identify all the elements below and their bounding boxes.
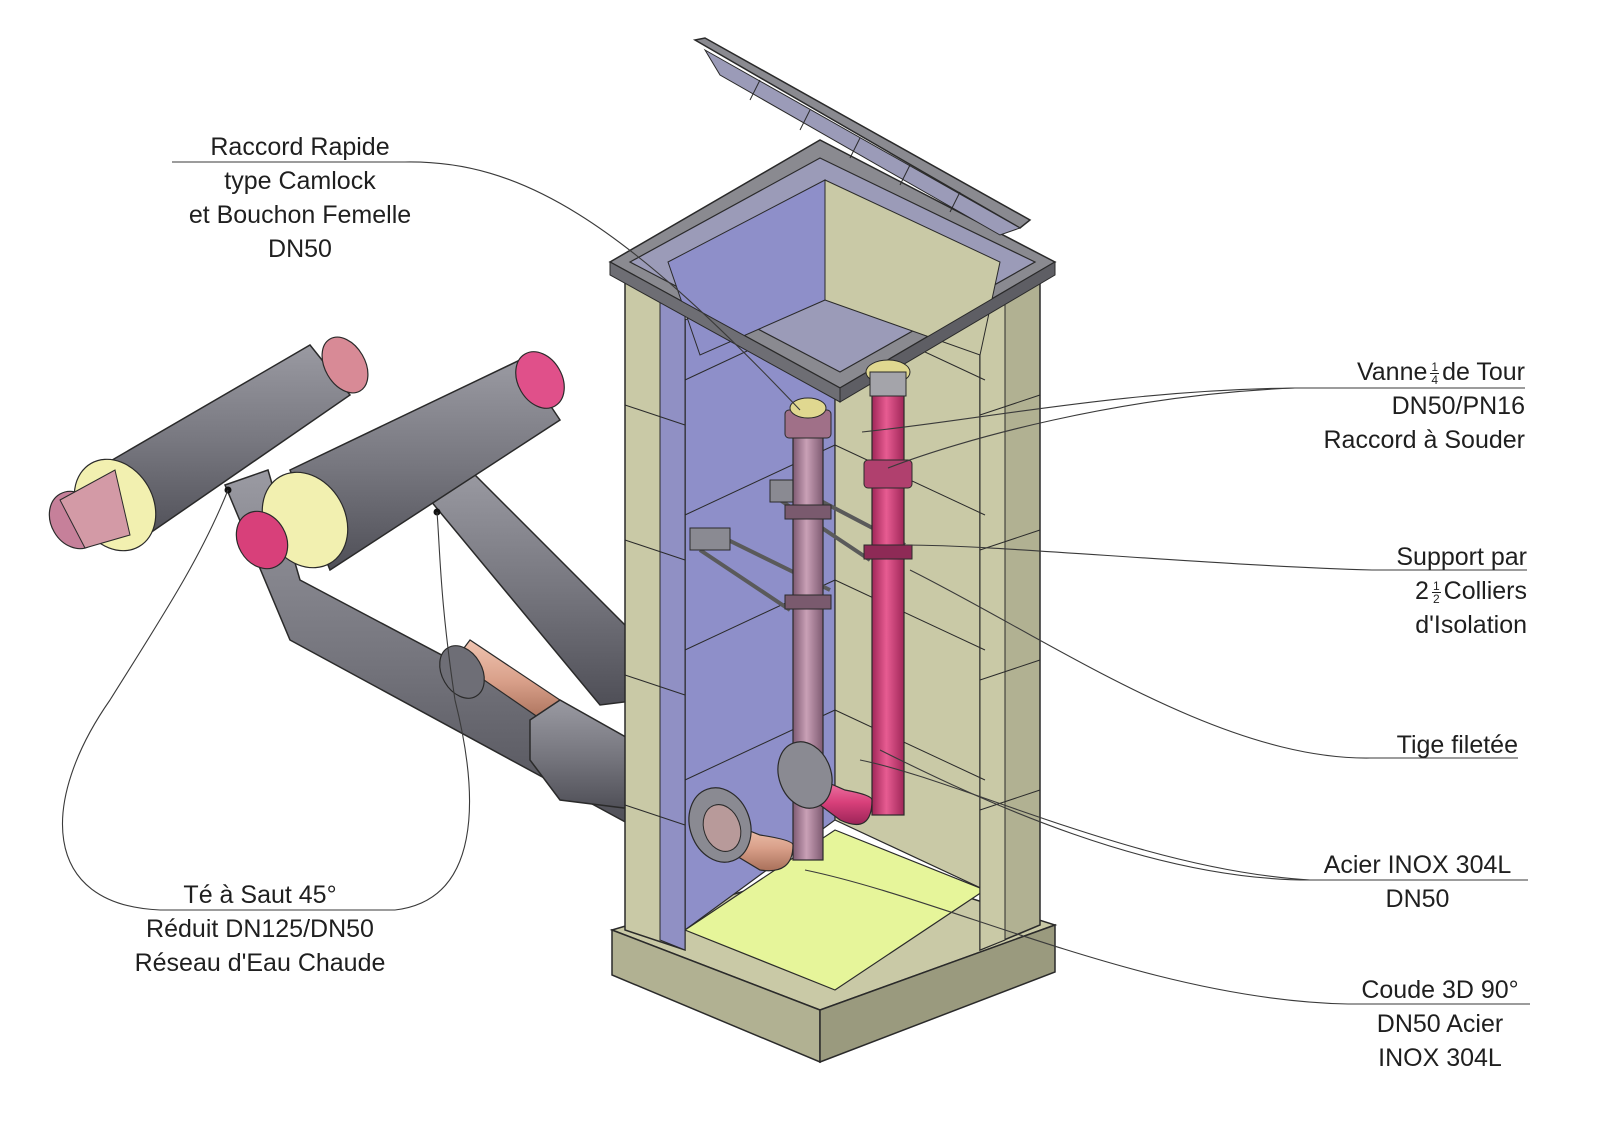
label-support-colliers: Colliers: [1443, 577, 1527, 605]
label-vanne-line-2: DN50/PN16: [1391, 392, 1525, 420]
chamber-left-pillar-inner: [659, 294, 686, 951]
label-vanne-word: Vanne: [1356, 358, 1428, 386]
label-coude: Coude 3D 90° DN50 Acier INOX 304L: [1340, 973, 1540, 1075]
leader-lines: [61, 161, 1530, 1005]
hot-camlock-body: [869, 371, 907, 397]
label-acier: Acier INOX 304L DN50: [1300, 848, 1535, 916]
label-raccord-line-4: DN50: [268, 235, 332, 263]
label-te-line-1: Té à Saut 45°: [183, 881, 337, 909]
label-vanne-tour: de Tour: [1442, 358, 1525, 386]
label-acier-line-1: Acier INOX 304L: [1323, 851, 1512, 879]
short-jacket: [529, 699, 641, 811]
front-main-pipe-end: [235, 510, 289, 570]
label-coude-line-2: DN50 Acier: [1376, 1010, 1504, 1038]
collar-hot-1: [863, 544, 913, 560]
label-coude-line-1: Coude 3D 90°: [1361, 976, 1519, 1004]
chamber: [608, 37, 1058, 1064]
label-te-line-2: Réduit DN125/DN50: [146, 915, 374, 943]
network-pipes: [48, 336, 641, 832]
label-acier-line-2: DN50: [1385, 885, 1450, 913]
label-support-line-1: Support par: [1396, 543, 1527, 571]
chamber-top-opening-right: [824, 179, 1001, 356]
label-te-line-3: Réseau d'Eau Chaude: [134, 949, 386, 977]
label-support-count: 2: [1415, 577, 1429, 605]
hot-elbow-flange: [777, 741, 833, 809]
hot-valve-body: [863, 459, 913, 489]
fraction-quarter-den: 4: [1431, 372, 1439, 387]
label-vanne-line-3: Raccord à Souder: [1323, 426, 1525, 454]
collar-inox-1: [784, 504, 832, 520]
label-tige: Tige filetée: [1300, 728, 1518, 762]
label-te: Té à Saut 45° Réduit DN125/DN50 Réseau d…: [100, 878, 420, 980]
back-main-end: [321, 336, 369, 394]
front-main-end: [515, 351, 565, 409]
lid-ribs: [749, 79, 961, 213]
chamber-right-pillar-inner: [979, 289, 1006, 951]
back-main-pipe: [59, 469, 131, 549]
label-coude-line-3: INOX 304L: [1378, 1044, 1502, 1072]
label-raccord-rapide: Raccord Rapide type Camlock et Bouchon F…: [160, 130, 440, 266]
fraction-quarter-num: 1: [1430, 359, 1440, 374]
inox-camlock: [789, 397, 827, 419]
support-bracket-left: [689, 527, 731, 551]
label-raccord-line-2: type Camlock: [224, 167, 376, 195]
chamber-lid-underside: [703, 48, 1022, 236]
fraction-half-den: 2: [1432, 591, 1440, 606]
label-tige-line-1: Tige filetée: [1396, 731, 1518, 759]
label-support-line-3: d'Isolation: [1415, 611, 1527, 639]
inox-elbow-flange-inner: [702, 804, 742, 852]
chamber-base-right: [819, 923, 1056, 1064]
label-raccord-line-3: et Bouchon Femelle: [188, 201, 412, 229]
internal-pipework: [688, 359, 913, 872]
hot-riser: [871, 384, 905, 816]
chamber-lid: [692, 37, 1032, 229]
collar-inox-2: [784, 594, 832, 610]
fraction-half-num: 1: [1431, 578, 1441, 593]
label-raccord-line-1: Raccord Rapide: [210, 133, 390, 161]
